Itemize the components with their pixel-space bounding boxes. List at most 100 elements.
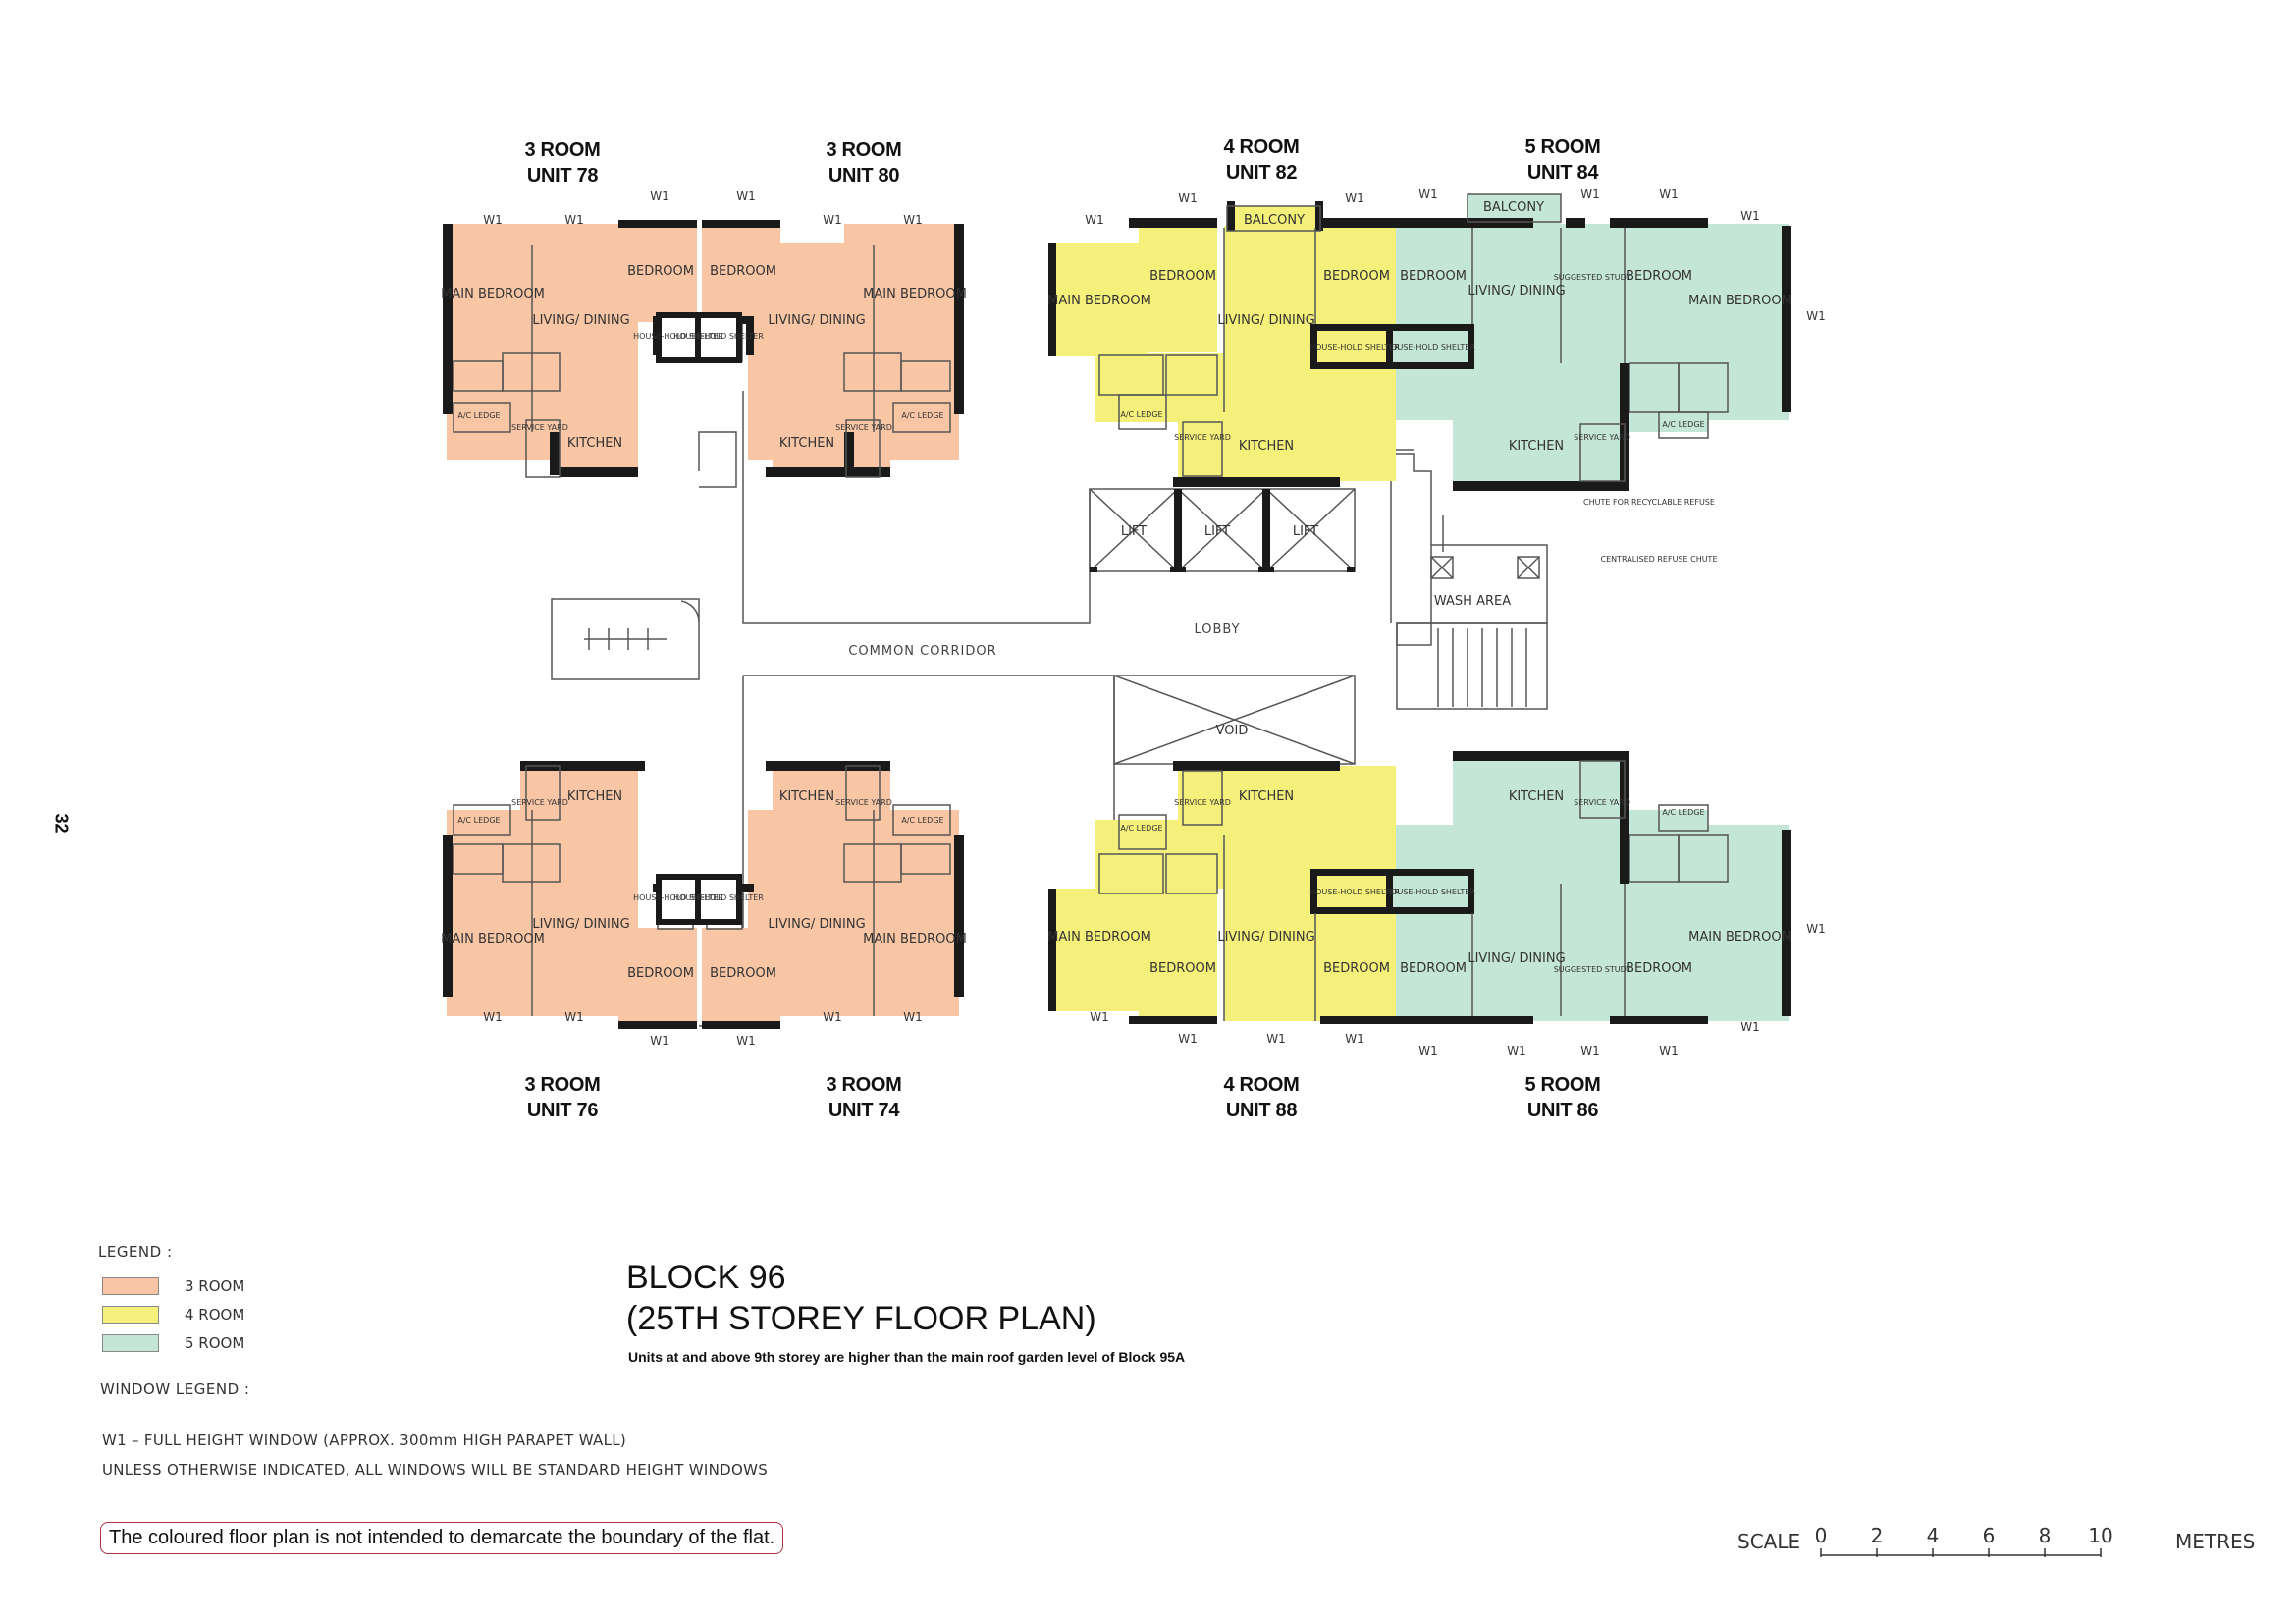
room-label: KITCHEN (1509, 789, 1564, 804)
household-shelters-3room (656, 312, 742, 925)
window-tag: W1 (1806, 922, 1826, 936)
lift-bank (1089, 488, 1356, 572)
window-tag: W1 (1580, 188, 1600, 201)
window-tag: W1 (1266, 1032, 1286, 1046)
room-label: BEDROOM (1400, 961, 1467, 976)
scale-tick: 0 (1814, 1524, 1828, 1547)
lift-label: LIFT (1204, 524, 1230, 539)
room-label: KITCHEN (1239, 439, 1294, 454)
legend-item-4room: 4 ROOM (102, 1305, 244, 1325)
scale-tick: 4 (1926, 1524, 1940, 1547)
window-tag: W1 (483, 1010, 503, 1024)
unit-heading-84: 5 ROOM UNIT 84 (1455, 135, 1671, 186)
window-tag: W1 (736, 1034, 756, 1048)
room-label: BEDROOM (1149, 961, 1216, 976)
room-label: A/C LEDGE (1662, 420, 1704, 429)
room-label: LIVING/ DINING (532, 917, 629, 932)
scale-tick: 6 (1982, 1524, 1996, 1547)
unit-number: UNIT 86 (1526, 1100, 1599, 1121)
window-tag: W1 (1659, 188, 1679, 201)
room-label: HOUSE-HOLD SHELTER (633, 893, 723, 902)
scale-bar: SCALE 0 2 4 6 8 10 METRES (1737, 1522, 2255, 1571)
unit-number: UNIT 78 (526, 165, 599, 187)
legend-label: 4 ROOM (185, 1306, 245, 1324)
lobby-label: LOBBY (1194, 622, 1240, 637)
window-tag: W1 (650, 1034, 669, 1048)
unit-type: 4 ROOM (1223, 136, 1300, 158)
legend-title: LEGEND : (98, 1243, 173, 1261)
room-label: HOUSE-HOLD SHELTER (1309, 888, 1400, 896)
window-legend-line: UNLESS OTHERWISE INDICATED, ALL WINDOWS … (102, 1461, 769, 1479)
room-label: KITCHEN (567, 436, 622, 451)
unit-number: UNIT 76 (526, 1100, 599, 1121)
room-label: SERVICE YARD (835, 423, 892, 432)
room-label: HOUSE-HOLD SHELTER (673, 893, 764, 902)
room-label: LIVING/ DINING (1217, 313, 1314, 328)
room-label: HOUSE-HOLD SHELTER (1385, 888, 1475, 896)
unit-number: UNIT 88 (1225, 1100, 1298, 1121)
window-tag: W1 (903, 1010, 923, 1024)
window-tags: W1 W1 W1 W1 W1 W1 W1 W1 W1 W1 W1 W1 W1 W… (483, 188, 1826, 1057)
room-label: A/C LEDGE (1120, 410, 1162, 419)
room-label: KITCHEN (779, 789, 834, 804)
unit-number: UNIT 74 (828, 1100, 900, 1121)
room-label: SERVICE YARD (1574, 798, 1630, 807)
room-label: SUGGESTED STUDY (1554, 965, 1631, 974)
room-label: SERVICE YARD (511, 423, 568, 432)
scale-tick: 2 (1870, 1524, 1884, 1547)
unit-heading-76: 3 ROOM UNIT 76 (454, 1072, 670, 1123)
room-label: BEDROOM (627, 264, 694, 279)
room-label: MAIN BEDROOM (441, 287, 545, 301)
legend-item-3room: 3 ROOM (102, 1276, 244, 1296)
unit-80 (697, 220, 964, 478)
window-tag: W1 (1345, 191, 1364, 205)
unit-heading-86: 5 ROOM UNIT 86 (1455, 1072, 1671, 1123)
window-tag: W1 (1345, 1032, 1364, 1046)
unit-type: 3 ROOM (524, 139, 601, 161)
void-label: VOID (1216, 724, 1249, 738)
room-label: A/C LEDGE (1662, 808, 1704, 817)
unit-type: 3 ROOM (524, 1074, 601, 1096)
window-tag: W1 (1659, 1044, 1679, 1057)
room-label: LIVING/ DINING (1468, 284, 1565, 298)
room-label: BEDROOM (1149, 269, 1216, 284)
unit-78 (443, 220, 710, 478)
room-label: LIVING/ DINING (532, 313, 629, 328)
window-tag: W1 (1178, 191, 1198, 205)
unit-type: 5 ROOM (1524, 136, 1601, 158)
lift-label: LIFT (1293, 524, 1318, 539)
unit-number: UNIT 80 (828, 165, 900, 187)
disclaimer-box: The coloured floor plan is not intended … (100, 1522, 784, 1554)
room-label: MAIN BEDROOM (441, 932, 545, 947)
unit-type: 3 ROOM (826, 1074, 902, 1096)
window-tag: W1 (1418, 188, 1438, 201)
window-tag: W1 (564, 213, 584, 227)
room-label: BEDROOM (627, 966, 694, 981)
scale-unit: METRES (2175, 1530, 2256, 1553)
unit-76 (443, 761, 710, 1029)
corridor-label: COMMON CORRIDOR (848, 644, 996, 659)
room-label: MAIN BEDROOM (1047, 294, 1151, 308)
room-label: HOUSE-HOLD SHELTER (673, 332, 764, 341)
void (1113, 675, 1356, 765)
window-tag: W1 (1740, 209, 1760, 223)
window-tag: W1 (1507, 1044, 1526, 1057)
unit-number: UNIT 82 (1225, 162, 1298, 184)
lift-label: LIFT (1121, 524, 1147, 539)
block-note: Units at and above 9th storey are higher… (628, 1349, 1186, 1365)
legend-label: 5 ROOM (185, 1334, 245, 1352)
unit-heading-88: 4 ROOM UNIT 88 (1153, 1072, 1369, 1123)
room-label: A/C LEDGE (901, 816, 943, 825)
room-label: SUGGESTED STUDY (1554, 273, 1631, 282)
scale-tick: 10 (2088, 1524, 2113, 1547)
room-label: HOUSE-HOLD SHELTER (633, 332, 723, 341)
common-corridor (551, 391, 1548, 1027)
legend-swatch (102, 1277, 159, 1295)
room-label: LIVING/ DINING (768, 313, 865, 328)
wash-area-label: WASH AREA (1434, 594, 1511, 609)
room-label: MAIN BEDROOM (1047, 930, 1151, 945)
room-labels: MAIN BEDROOM LIVING/ DINING BEDROOM KITC… (441, 200, 1792, 981)
room-label: BEDROOM (1323, 269, 1390, 284)
room-label: KITCHEN (1239, 789, 1294, 804)
window-tag: W1 (1085, 213, 1104, 227)
